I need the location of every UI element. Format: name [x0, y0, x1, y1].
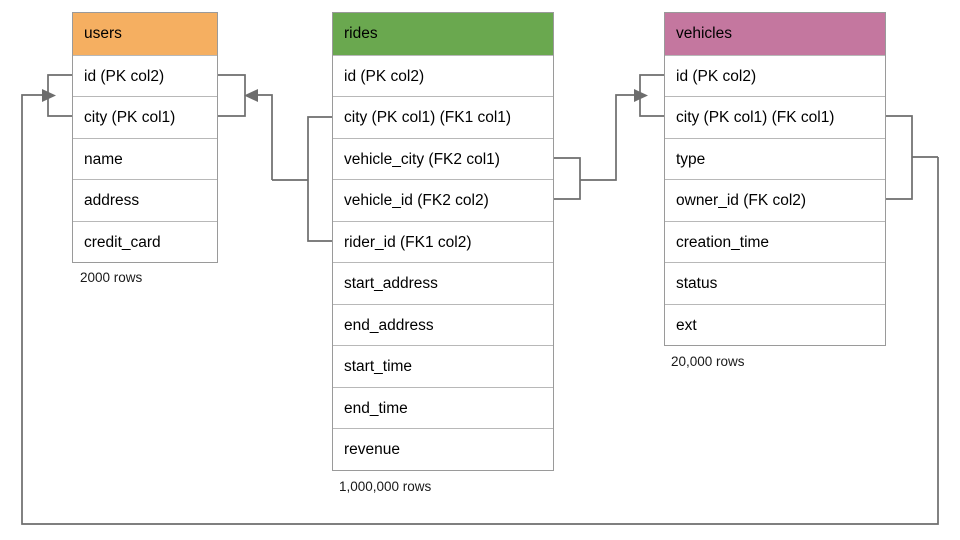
table-vehicles-header: vehicles [665, 13, 885, 55]
arrowhead-users-right [244, 89, 258, 102]
column-label: end_time [344, 399, 408, 417]
arrowhead-vehicles-left [634, 89, 648, 102]
column-label: type [676, 150, 706, 168]
table-rides-column-start-time[interactable]: start_time [333, 345, 553, 387]
table-vehicles-column-ext[interactable]: ext [665, 303, 885, 345]
edge-rides-right-bracket [554, 157, 581, 200]
table-users-row-count: 2000 rows [80, 270, 143, 285]
column-label: id (PK col2) [84, 67, 165, 85]
table-rides-header: rides [333, 13, 553, 55]
table-users-column-address[interactable]: address [73, 179, 217, 221]
table-users[interactable]: users id (PK col2) city (PK col1) name a… [72, 12, 218, 263]
table-vehicles-column-type[interactable]: type [665, 137, 885, 179]
table-rides-row-count: 1,000,000 rows [339, 479, 432, 494]
column-label: revenue [344, 441, 401, 458]
table-vehicles-column-owner-id[interactable]: owner_id (FK col2) [665, 179, 885, 221]
table-rides-column-city[interactable]: city (PK col1) (FK1 col1) [333, 96, 553, 138]
table-rides-column-end-time[interactable]: end_time [333, 386, 553, 428]
edge-vehicles-left-bracket [639, 74, 664, 117]
column-label: ext [676, 316, 697, 334]
table-rides-column-start-address[interactable]: start_address [333, 262, 553, 304]
column-label: name [84, 150, 123, 168]
table-users-header: users [73, 13, 217, 55]
column-label: start_time [344, 358, 413, 375]
column-label: vehicle_city (FK2 col1) [344, 150, 500, 168]
table-vehicles-column-id[interactable]: id (PK col2) [665, 54, 885, 96]
edge-rides-to-vehicles [580, 94, 634, 181]
column-label: rider_id (FK1 col2) [344, 233, 472, 251]
table-rides-column-revenue[interactable]: revenue [333, 428, 553, 470]
column-label: start_address [344, 275, 438, 292]
column-label: end_address [344, 316, 434, 334]
table-users-column-credit-card[interactable]: credit_card [73, 220, 217, 262]
edge-rides-left-bracket [307, 116, 332, 242]
column-label: owner_id (FK col2) [676, 192, 807, 209]
edge-vehicles-right-bracket [886, 115, 913, 200]
table-vehicles[interactable]: vehicles id (PK col2) city (PK col1) (FK… [664, 12, 886, 346]
table-vehicles-title: vehicles [676, 25, 732, 42]
table-rides-title: rides [344, 25, 378, 42]
edge-users-right-bracket [218, 74, 246, 117]
table-rides-column-end-address[interactable]: end_address [333, 303, 553, 345]
table-rides-column-rider-id[interactable]: rider_id (FK1 col2) [333, 220, 553, 262]
table-rides[interactable]: rides id (PK col2) city (PK col1) (FK1 c… [332, 12, 554, 471]
table-vehicles-row-count: 20,000 rows [671, 354, 745, 369]
column-label: city (PK col1) [84, 109, 176, 126]
column-label: credit_card [84, 233, 161, 251]
table-vehicles-column-creation-time[interactable]: creation_time [665, 220, 885, 262]
column-label: address [84, 192, 140, 209]
edge-users-left-bracket [47, 74, 72, 117]
table-vehicles-column-city[interactable]: city (PK col1) (FK col1) [665, 96, 885, 138]
table-users-title: users [84, 25, 122, 42]
table-rides-column-vehicle-id[interactable]: vehicle_id (FK2 col2) [333, 179, 553, 221]
table-users-column-name[interactable]: name [73, 137, 217, 179]
table-vehicles-column-status[interactable]: status [665, 262, 885, 304]
table-rides-column-id[interactable]: id (PK col2) [333, 54, 553, 96]
column-label: creation_time [676, 233, 770, 251]
column-label: vehicle_id (FK2 col2) [344, 192, 489, 209]
table-users-column-city[interactable]: city (PK col1) [73, 96, 217, 138]
arrowhead-users-left [42, 89, 56, 102]
column-label: id (PK col2) [676, 67, 757, 85]
edge-rides-to-users [258, 94, 273, 180]
column-label: id (PK col2) [344, 67, 425, 85]
column-label: status [676, 275, 718, 292]
column-label: city (PK col1) (FK col1) [676, 109, 835, 126]
table-users-column-id[interactable]: id (PK col2) [73, 54, 217, 96]
table-rides-column-vehicle-city[interactable]: vehicle_city (FK2 col1) [333, 137, 553, 179]
column-label: city (PK col1) (FK1 col1) [344, 109, 512, 126]
